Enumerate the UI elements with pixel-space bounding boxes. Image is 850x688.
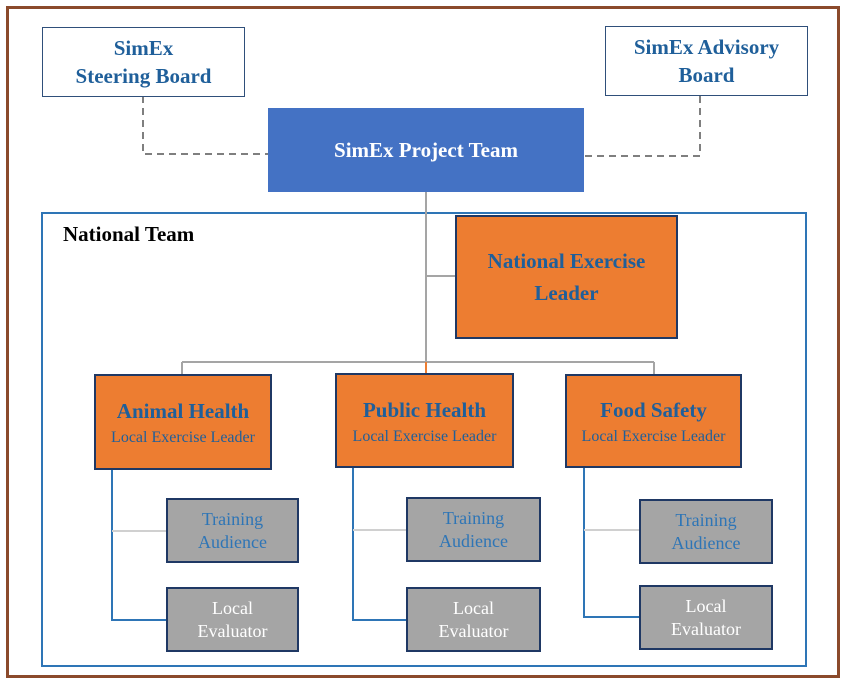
national-leader-line2: Leader: [534, 281, 599, 305]
evaluator-line1: Local: [453, 597, 494, 618]
evaluator-line1: Local: [212, 597, 253, 618]
branch-1-evaluator-connector: [111, 469, 166, 621]
branch-food-safety-box: Food Safety Local Exercise Leader: [565, 374, 742, 468]
evaluator-line1: Local: [685, 595, 727, 616]
steering-board-line1: SimEx: [113, 36, 174, 60]
branch-1-training-box: Training Audience: [166, 498, 299, 563]
branch-subtitle: Local Exercise Leader: [352, 427, 497, 445]
branch-title: Animal Health: [116, 399, 250, 423]
branch-subtitle: Local Exercise Leader: [581, 428, 726, 445]
branch-animal-health-box: Animal Health Local Exercise Leader: [94, 374, 272, 470]
evaluator-line2: Evaluator: [438, 620, 509, 641]
project-team-label: SimEx Project Team: [334, 137, 518, 162]
branch-title: Food Safety: [600, 398, 707, 422]
project-team-box: SimEx Project Team: [268, 108, 584, 192]
training-line2: Audience: [439, 530, 508, 551]
national-leader-box: National Exercise Leader: [455, 215, 678, 339]
branch-title: Public Health: [362, 397, 487, 422]
outer-frame: [6, 6, 840, 678]
branch-2-evaluator-connector: [352, 467, 406, 621]
training-line1: Training: [675, 509, 737, 530]
branch-3-evaluator-connector: [583, 467, 639, 618]
branch-public-health-box: Public Health Local Exercise Leader: [335, 373, 514, 468]
national-leader-line1: National Exercise: [487, 249, 646, 273]
branch-3-training-box: Training Audience: [639, 499, 773, 564]
steering-board-line2: Steering Board: [75, 64, 212, 88]
evaluator-line2: Evaluator: [197, 620, 268, 641]
training-line1: Training: [201, 508, 264, 529]
national-team-label: National Team: [63, 222, 195, 246]
branch-subtitle: Local Exercise Leader: [111, 429, 255, 446]
steering-board-box: SimEx Steering Board: [42, 27, 245, 97]
branch-1-evaluator-box: Local Evaluator: [166, 587, 299, 652]
training-line2: Audience: [198, 531, 267, 552]
branch-3-evaluator-box: Local Evaluator: [639, 585, 773, 650]
training-line1: Training: [442, 507, 505, 528]
training-line2: Audience: [671, 532, 741, 553]
national-team-container: [41, 212, 807, 667]
branch-2-evaluator-box: Local Evaluator: [406, 587, 541, 652]
advisory-board-box: SimEx Advisory Board: [605, 26, 808, 96]
advisory-board-line2: Board: [678, 63, 735, 87]
steering-board-connector: [142, 96, 268, 155]
advisory-board-line1: SimEx Advisory: [633, 35, 780, 59]
evaluator-line2: Evaluator: [671, 618, 741, 639]
advisory-board-connector: [584, 96, 701, 157]
branch-2-training-box: Training Audience: [406, 497, 541, 562]
